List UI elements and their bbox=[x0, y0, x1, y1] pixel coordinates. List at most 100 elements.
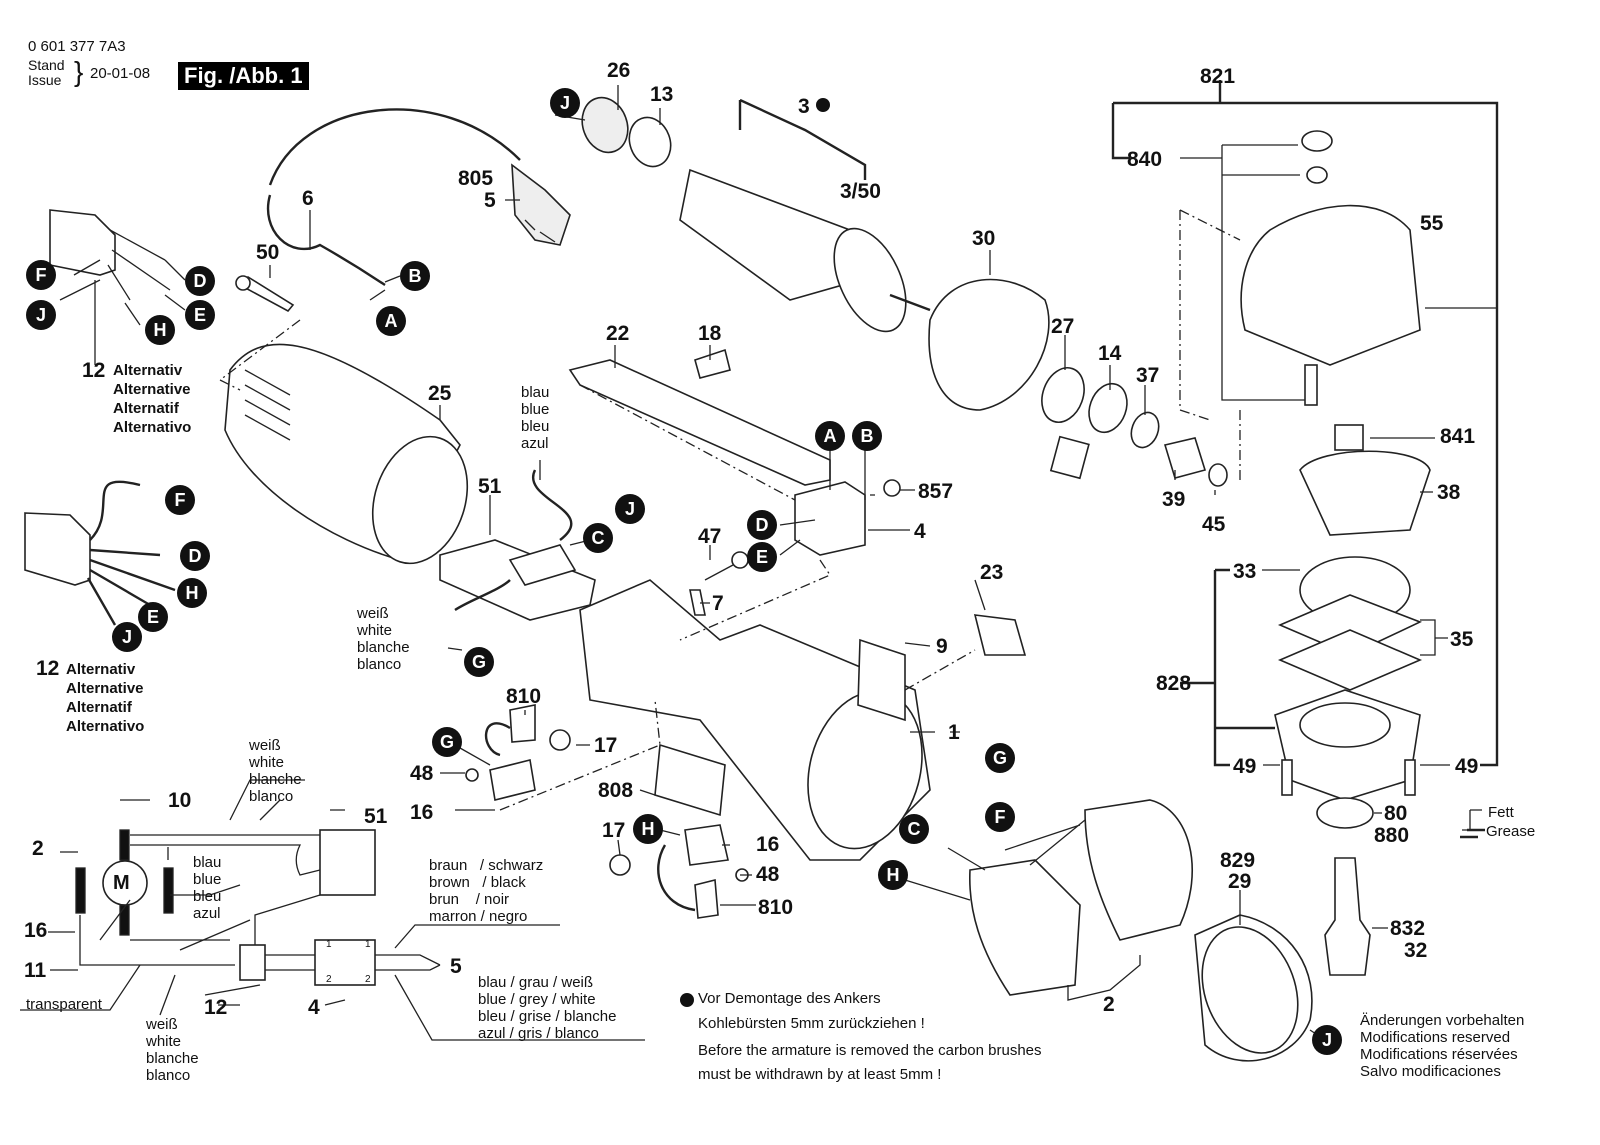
pinion-39 bbox=[1163, 437, 1207, 479]
wire-color-text: white bbox=[146, 1033, 182, 1050]
bearing-flange-30 bbox=[928, 278, 1050, 411]
brush-810a bbox=[509, 704, 536, 743]
callout-17-b: 17 bbox=[602, 819, 626, 842]
wire-color-text: white bbox=[249, 754, 285, 771]
callout-808: 808 bbox=[598, 779, 634, 802]
callout-805: 805 bbox=[458, 167, 494, 190]
callout-80: 80 bbox=[1384, 802, 1408, 825]
connector-badge-d-alt1: D bbox=[185, 266, 215, 296]
alternative-label-group-2: Alternativ Alternative Alternatif Altern… bbox=[66, 660, 144, 736]
callout-3: 3 bbox=[798, 95, 810, 118]
lock-button-23 bbox=[973, 614, 1027, 656]
connector-badge-f-alt2: F bbox=[165, 485, 195, 515]
wire-color-white-label-51: weiß white blanche blanco bbox=[357, 605, 410, 673]
wire-color-text: blanco bbox=[357, 656, 402, 673]
alt-label: Alternativo bbox=[66, 718, 145, 735]
suppressor-51 bbox=[439, 539, 596, 621]
connector-badge-d-switch: D bbox=[747, 510, 777, 540]
wire-color-text: brown / black bbox=[429, 874, 526, 891]
connector-badge-j-alt2: J bbox=[112, 622, 142, 652]
wire-color-text: bleu / grise / blanche bbox=[478, 1008, 617, 1025]
connector-badge-g-coil: G bbox=[985, 743, 1015, 773]
callout-810-a: 810 bbox=[506, 685, 542, 708]
schematic-suppressor-51 bbox=[319, 829, 376, 896]
callout-880: 880 bbox=[1374, 824, 1410, 847]
grease-label-de: Fett bbox=[1488, 804, 1514, 821]
lock-pin bbox=[1304, 364, 1318, 406]
washer-80 bbox=[1316, 797, 1374, 829]
callout-55: 55 bbox=[1420, 212, 1444, 235]
wire-color-text: blau bbox=[193, 854, 222, 871]
schematic-callout-2: 2 bbox=[32, 837, 44, 860]
callout-13: 13 bbox=[650, 83, 674, 106]
callout-48-b: 48 bbox=[756, 863, 780, 886]
bullet-note-icon bbox=[816, 98, 830, 112]
callout-829: 829 bbox=[1220, 849, 1256, 872]
plug bbox=[511, 163, 571, 246]
switch-pin: 2 bbox=[326, 974, 332, 985]
spring-18 bbox=[694, 348, 731, 379]
wire-color-text: blau bbox=[521, 384, 550, 401]
connector-badge-a-cord: A bbox=[376, 306, 406, 336]
wire-color-text: azul bbox=[193, 905, 221, 922]
callout-821: 821 bbox=[1200, 65, 1236, 88]
gasket-35b bbox=[1277, 629, 1423, 691]
callout-9: 9 bbox=[936, 635, 948, 658]
brace-icon: } bbox=[74, 56, 84, 87]
callout-25: 25 bbox=[428, 382, 452, 405]
callout-18: 18 bbox=[698, 322, 722, 345]
alt-label: Alternativ bbox=[66, 661, 136, 678]
wire-color-text: blau / grau / weiß bbox=[478, 974, 594, 991]
connector-badge-e-alt1: E bbox=[185, 300, 215, 330]
connector-badge-h-brush: H bbox=[633, 814, 663, 844]
callout-35: 35 bbox=[1450, 628, 1474, 651]
modifications-line: Salvo modificaciones bbox=[1360, 1063, 1501, 1080]
wire-color-text: azul / gris / blanco bbox=[478, 1025, 599, 1042]
callout-16-a: 16 bbox=[410, 801, 434, 824]
schematic-connector-12 bbox=[239, 944, 266, 981]
modifications-line: Änderungen vorbehalten bbox=[1360, 1012, 1525, 1029]
schematic-brown-black-label: braun / schwarz brown / black brun / noi… bbox=[429, 857, 543, 925]
callout-26: 26 bbox=[607, 59, 631, 82]
connector-badge-j-51: J bbox=[615, 494, 645, 524]
modifications-line: Modifications reserved bbox=[1360, 1029, 1511, 1046]
schematic-switch-4 bbox=[314, 939, 376, 986]
lock-cap bbox=[1301, 130, 1333, 152]
callout-22: 22 bbox=[606, 322, 630, 345]
schematic-blue-grey-white-label: blau / grau / weiß blue / grey / white b… bbox=[478, 974, 616, 1042]
clip-7 bbox=[689, 589, 706, 616]
callout-841: 841 bbox=[1440, 425, 1476, 448]
wire-color-text: brun / noir bbox=[429, 891, 510, 908]
connector-badge-c-51: C bbox=[583, 523, 613, 553]
lock-spring bbox=[1306, 166, 1328, 184]
callout-49-left: 49 bbox=[1233, 755, 1257, 778]
connector-badge-b-switch: B bbox=[852, 421, 882, 451]
callout-5: 5 bbox=[484, 189, 496, 212]
brush-810b bbox=[694, 878, 719, 919]
part-number: 0 601 377 7A3 bbox=[28, 38, 126, 55]
callout-2: 2 bbox=[1103, 993, 1115, 1016]
connector-badge-j-guard: J bbox=[1312, 1025, 1342, 1055]
wire-color-blue-label-51: blau blue bleu azul bbox=[521, 384, 549, 452]
alternative-label-group-1: Alternativ Alternative Alternatif Altern… bbox=[113, 361, 191, 437]
warning-en-line-1: Before the armature is removed the carbo… bbox=[698, 1042, 1042, 1059]
callout-27: 27 bbox=[1051, 315, 1075, 338]
armature-3 bbox=[679, 168, 861, 301]
callout-14: 14 bbox=[1098, 342, 1122, 365]
bearing-26 bbox=[581, 96, 629, 154]
gear-head-840 bbox=[1240, 204, 1421, 366]
alt-label: Alternativ bbox=[113, 362, 183, 379]
callout-51: 51 bbox=[478, 475, 502, 498]
connector-badge-h-coil: H bbox=[878, 860, 908, 890]
callout-38: 38 bbox=[1437, 481, 1461, 504]
connector-badge-f-alt1: F bbox=[26, 260, 56, 290]
callout-1: 1 bbox=[948, 721, 960, 744]
callout-29: 29 bbox=[1228, 870, 1252, 893]
switch-pin: 1 bbox=[326, 939, 332, 950]
note-bullet-icon bbox=[680, 993, 694, 1007]
bearing-841 bbox=[1334, 424, 1364, 451]
connector-badge-h-alt1: H bbox=[145, 315, 175, 345]
callout-33: 33 bbox=[1233, 560, 1257, 583]
callout-12-alt2: 12 bbox=[36, 657, 60, 680]
schematic-white-label-top: weiß white blanche blanco bbox=[249, 737, 302, 805]
